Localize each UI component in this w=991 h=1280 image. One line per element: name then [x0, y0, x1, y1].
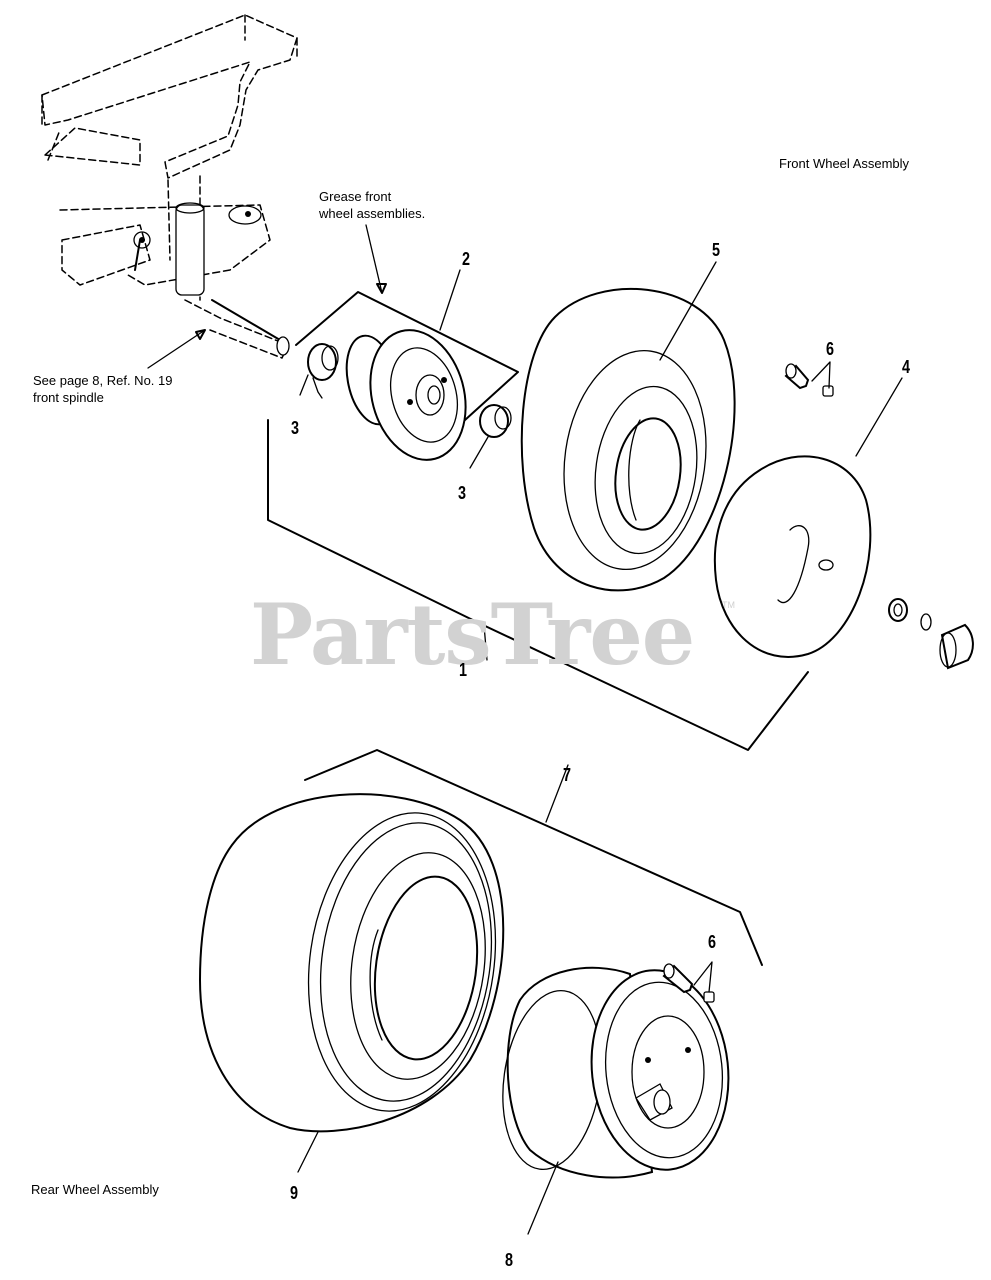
rear-wheel-assembly-title: Rear Wheel Assembly: [31, 1182, 159, 1197]
front-rim-bracket: [267, 269, 809, 751]
note-leaders: [147, 224, 387, 369]
rear-tire: [198, 793, 505, 1173]
callout-1: 1: [459, 660, 468, 680]
callout-3-left: 3: [291, 418, 300, 438]
callout-4: 4: [902, 357, 911, 377]
rear-valve: [662, 961, 715, 1003]
callout-8: 8: [505, 1250, 514, 1270]
front-tire: [520, 261, 736, 592]
front-hardware: [888, 598, 974, 670]
callout-2: 2: [462, 249, 471, 269]
rear-bracket: [304, 749, 763, 966]
trademark-symbol: TM: [722, 600, 735, 610]
callout-7: 7: [563, 765, 572, 785]
grease-note-line1: Grease front: [319, 189, 392, 204]
rear-rim: [502, 966, 730, 1235]
callout-6-rear: 6: [708, 932, 717, 952]
front-rim: [345, 329, 467, 461]
front-valve: [784, 361, 834, 397]
steering-frame-phantom: [41, 14, 298, 359]
inner-tube: [713, 377, 903, 658]
spindle: [133, 202, 290, 356]
see-page-note-line1: See page 8, Ref. No. 19: [33, 373, 173, 388]
see-page-note-line2: front spindle: [33, 390, 104, 405]
partstree-watermark: PartsTree: [250, 585, 695, 684]
callout-5: 5: [712, 240, 721, 260]
callout-9: 9: [290, 1183, 299, 1203]
front-wheel-assembly-title: Front Wheel Assembly: [779, 156, 910, 171]
callout-6-front: 6: [826, 339, 835, 359]
grease-note-line2: wheel assemblies.: [319, 206, 426, 221]
callout-3-right: 3: [458, 483, 467, 503]
bushings: [299, 343, 512, 469]
